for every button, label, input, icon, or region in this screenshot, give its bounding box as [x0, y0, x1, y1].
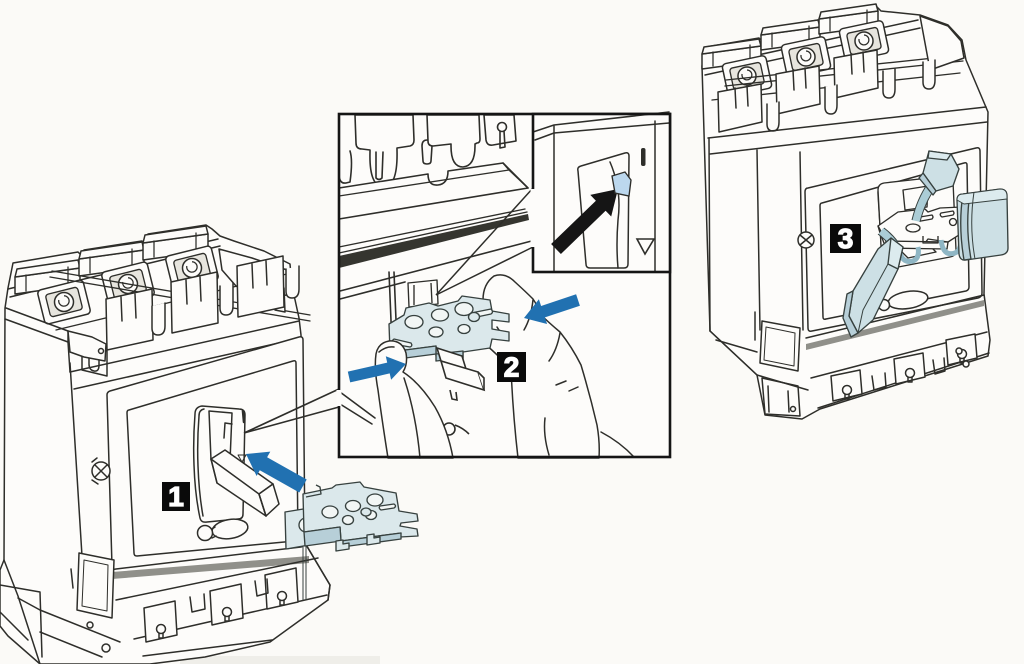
svg-text:1: 1: [168, 481, 184, 512]
svg-text:2: 2: [504, 352, 520, 383]
svg-text:3: 3: [838, 223, 854, 254]
